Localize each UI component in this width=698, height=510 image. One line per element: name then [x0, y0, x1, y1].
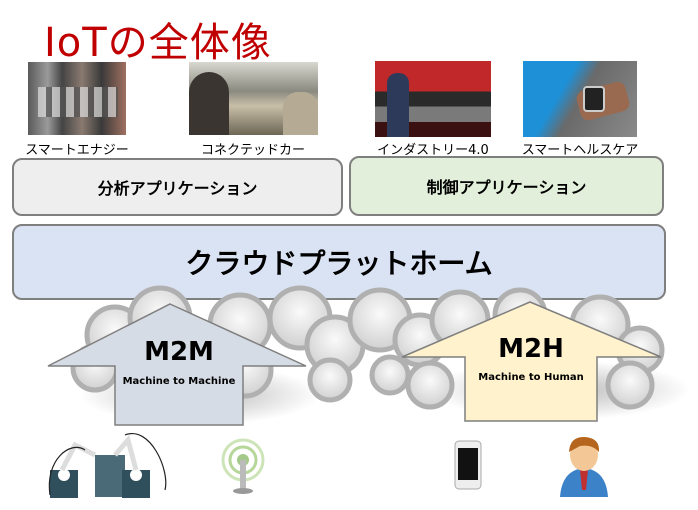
caption-smart-healthcare: スマートヘルスケア: [521, 143, 639, 158]
antenna-icon: [221, 438, 265, 494]
slide-title: IoTの全体像: [44, 20, 272, 66]
car-interior-photo: [189, 62, 318, 135]
m2m-subtitle: Machine to Machine: [122, 376, 236, 387]
caption-industry-40: インダストリー4.0: [377, 143, 489, 158]
m2h-subtitle: Machine to Human: [478, 372, 584, 383]
analysis-application-box: 分析アプリケーション: [12, 158, 343, 216]
industrial-robot-icon: [48, 432, 167, 498]
m2m-title: M2M: [144, 337, 214, 367]
smart-meter-photo: [28, 62, 126, 135]
factory-worker-photo: [375, 61, 491, 137]
cloud-platform-box: クラウドプラットホーム: [12, 224, 666, 300]
caption-smart-energy: スマートエナジー: [25, 143, 129, 158]
control-application-box: 制御アプリケーション: [349, 156, 664, 216]
caption-connected-car: コネクテッドカー: [200, 143, 305, 158]
m2h-title: M2H: [498, 334, 564, 364]
smartphone-icon: [454, 440, 482, 490]
person-icon: [560, 436, 608, 497]
smartwatch-photo: [523, 61, 637, 137]
